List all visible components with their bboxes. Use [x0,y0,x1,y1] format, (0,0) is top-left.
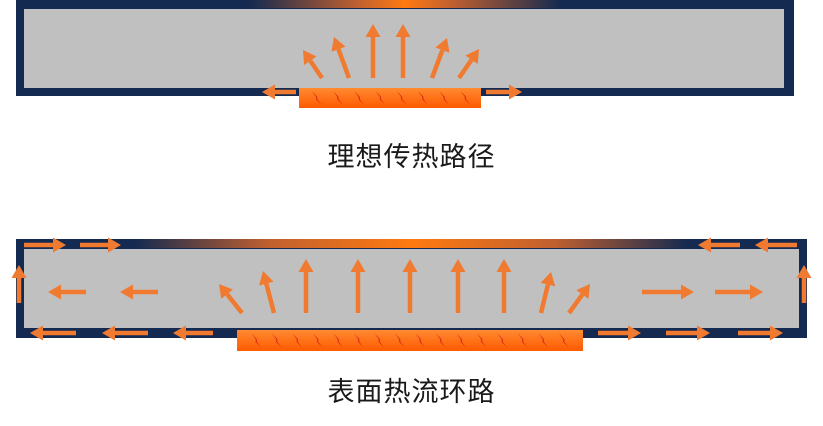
arrow-icon [30,325,76,341]
lightning-bolt-icon [311,91,322,105]
lightning-bolt-icon [394,333,405,348]
arrow-icon [429,38,450,79]
arrow-icon [350,259,366,313]
arrow-icon [48,284,86,300]
arrow-icon [666,325,710,341]
lightning-bolt-icon [415,333,426,348]
arrow-icon [24,237,66,253]
lightning-bolt-icon [476,333,487,348]
lightning-bolt-icon [333,333,344,348]
lightning-bolt-icon [292,333,303,348]
arrow-icon [796,265,812,303]
lightning-bolt-icon [332,91,343,105]
ideal-hot-edge [16,0,794,8]
arrow-icon [298,259,314,313]
lightning-bolt-icon [456,333,467,348]
lightning-bolt-icon [460,91,471,105]
arrow-icon [331,37,352,79]
lightning-bolt-icon [517,333,528,348]
arrow-icon [642,284,694,300]
lightning-bolt-icon [558,333,569,348]
arrow-icon [262,84,296,100]
loop-panel [11,237,812,351]
lightning-bolt-icon [353,333,364,348]
arrow-icon [486,84,522,100]
lightning-bolt-icon [439,91,450,105]
arrow-icon [120,284,158,300]
arrow-icon [402,259,418,313]
ideal-path-caption: 理想传热路径 [327,142,496,173]
loop-heater-sparks [251,333,569,348]
arrow-icon [698,237,740,253]
ideal-panel [16,0,794,108]
arrow-icon [496,259,512,313]
arrow-icon [11,265,27,303]
lightning-bolt-icon [417,91,428,105]
arrow-icon [80,237,121,253]
arrow-icon [395,24,411,78]
loop-hot-edge [16,239,807,248]
arrow-icon [457,49,479,80]
loop-path-caption: 表面热流环路 [327,377,496,408]
arrow-icon [365,24,381,78]
ideal-heater-sparks [311,91,471,105]
arrow-icon [598,325,641,341]
loop-heater [237,330,583,351]
lightning-bolt-icon [251,333,262,348]
arrow-icon [450,259,466,313]
arrow-icon [259,271,277,314]
lightning-bolt-icon [271,333,282,348]
ideal-heater [299,88,481,108]
arrow-icon [303,50,324,80]
arrow-icon [755,237,797,253]
lightning-bolt-icon [354,91,365,105]
arrow-icon [715,284,763,300]
lightning-bolt-icon [435,333,446,348]
ideal-heat-arrows [262,24,522,100]
lightning-bolt-icon [312,333,323,348]
arrow-icon [102,325,148,341]
arrow-icon [567,284,590,315]
lightning-bolt-icon [374,333,385,348]
lightning-bolt-icon [497,333,508,348]
arrow-icon [738,325,783,341]
loop-heat-arrows [11,237,812,341]
arrow-icon [538,272,556,314]
lightning-bolt-icon [538,333,549,348]
arrow-icon [173,325,213,341]
lightning-bolt-icon [375,91,386,105]
lightning-bolt-icon [396,91,407,105]
arrow-icon [219,284,244,315]
